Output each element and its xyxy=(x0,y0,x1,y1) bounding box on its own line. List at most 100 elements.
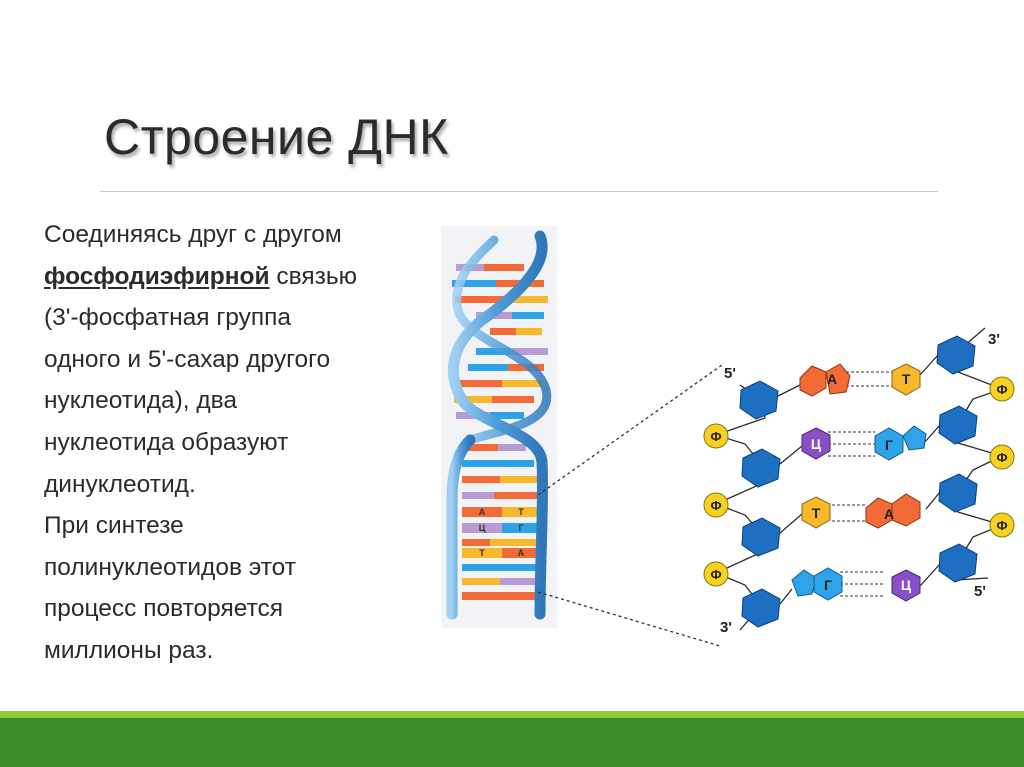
helix-bar xyxy=(506,592,540,600)
right-phosphate-1: Ф xyxy=(989,376,1015,402)
base-label: Ц xyxy=(901,577,912,593)
base-label: Г xyxy=(885,437,893,453)
hydrogen-bonds xyxy=(828,371,892,597)
helix-bar xyxy=(462,578,500,585)
helix-strand-back xyxy=(452,235,552,445)
base-t xyxy=(891,363,921,396)
helix-bar xyxy=(462,592,506,600)
label-5prime-top: 5' xyxy=(724,365,736,382)
helix-strand-front xyxy=(447,230,549,620)
body-line-3: (3'-фосфатная группа xyxy=(44,304,292,332)
left-phosphate-3: Ф xyxy=(703,561,729,587)
helix-bar xyxy=(500,476,538,483)
helix-bar xyxy=(512,312,544,319)
footer-bar xyxy=(0,711,1024,767)
phosphate-label: Ф xyxy=(996,382,1007,397)
base-label: А xyxy=(827,371,837,387)
body-line-8: При синтезе xyxy=(44,512,184,540)
phosphate-label: Ф xyxy=(710,567,721,582)
helix-bar xyxy=(490,539,540,546)
base-g-ring5 xyxy=(902,425,927,451)
helix-label-g: Г xyxy=(518,523,523,533)
helix-bar xyxy=(476,348,510,355)
helix-bar-a xyxy=(462,507,502,517)
base-a-ring5 xyxy=(891,493,921,527)
label-3prime-top: 3' xyxy=(988,331,1000,348)
helix-bar xyxy=(492,396,534,403)
base-g-ring6 xyxy=(874,427,904,461)
left-phosphate-2: Ф xyxy=(703,492,729,518)
right-sugar-3 xyxy=(938,473,978,513)
helix-label-t2: Т xyxy=(479,548,485,558)
base-label: Т xyxy=(812,505,821,521)
helix-bar-t2 xyxy=(462,548,502,558)
helix-bar xyxy=(462,539,490,546)
right-phosphate-2: Ф xyxy=(989,444,1015,470)
zoom-line-top xyxy=(537,364,723,496)
helix-bar xyxy=(462,492,494,499)
base-c xyxy=(891,569,921,602)
helix-bar xyxy=(484,264,524,271)
bond-term: фосфодиэфирной xyxy=(44,262,270,290)
helix-bar xyxy=(494,492,538,499)
pair-3: Т А xyxy=(801,493,921,529)
base-label: Т xyxy=(902,371,911,387)
helix-bar xyxy=(498,444,526,451)
helix-bar-c xyxy=(462,523,502,533)
right-phosphate-3: Ф xyxy=(989,512,1015,538)
base-c xyxy=(801,427,831,460)
phosphate-label: Ф xyxy=(710,429,721,444)
phosphate-label: Ф xyxy=(710,498,721,513)
left-sugar-2 xyxy=(741,448,781,488)
helix-bar-g xyxy=(502,523,540,533)
nucleotide-diagram: Ф Ф Ф Ф Ф Ф xyxy=(703,327,1015,636)
left-phosphate-1: Ф xyxy=(703,423,729,449)
left-sugar-3 xyxy=(741,517,781,557)
right-sugar-1 xyxy=(936,335,976,375)
helix-bar xyxy=(496,460,534,467)
right-sugar-4 xyxy=(938,543,978,583)
body-line-9: полинуклеотидов этот xyxy=(44,553,296,581)
helix-strand-left xyxy=(446,434,476,620)
helix-bar xyxy=(462,564,498,571)
base-label: Ц xyxy=(811,436,822,452)
body-line-5: нуклеотида), два xyxy=(44,387,238,415)
helix-bar-t xyxy=(502,507,540,517)
helix-bar xyxy=(490,412,524,419)
phosphate-label: Ф xyxy=(996,518,1007,533)
double-helix: А Т Ц Г Т А xyxy=(441,226,557,628)
helix-bar xyxy=(462,476,500,483)
helix-bar xyxy=(498,564,540,571)
zoom-line-bottom xyxy=(537,591,721,647)
base-t xyxy=(801,496,831,529)
left-sugar-1 xyxy=(739,380,779,420)
helix-bar xyxy=(468,364,508,371)
body-text: Соединяясь друг с другом фосфодиэфирной … xyxy=(44,214,434,672)
helix-bar-a2 xyxy=(502,548,540,558)
label-5prime-bottom: 5' xyxy=(974,583,986,600)
body-line-11: миллионы раз. xyxy=(44,636,214,664)
footer-accent xyxy=(0,711,1024,718)
helix-bar xyxy=(462,460,496,467)
body-line-10: процесс повторяется xyxy=(44,595,284,623)
body-line-6: нуклеотида образуют xyxy=(44,428,289,456)
helix-bar xyxy=(490,328,516,335)
phosphate-label: Ф xyxy=(996,450,1007,465)
helix-bar xyxy=(454,396,492,403)
pair-1: А Т xyxy=(799,363,921,397)
body-line-2: фосфодиэфирной связью xyxy=(44,256,434,298)
pair-4: Г Ц xyxy=(791,567,921,602)
body-line-4: одного и 5'-сахар другого xyxy=(44,345,331,373)
helix-label-a: А xyxy=(479,507,486,517)
body-line-2-rest: связью xyxy=(269,262,358,290)
pair-2: Ц Г xyxy=(801,425,927,461)
helix-bar xyxy=(452,280,496,287)
helix-bar xyxy=(500,578,540,585)
helix-bar xyxy=(460,380,502,387)
body-line-1: Соединяясь друг с другом xyxy=(44,221,342,248)
helix-bar xyxy=(516,328,542,335)
base-a-ring5 xyxy=(825,363,851,395)
body-line-7: динуклеотид. xyxy=(44,470,196,498)
